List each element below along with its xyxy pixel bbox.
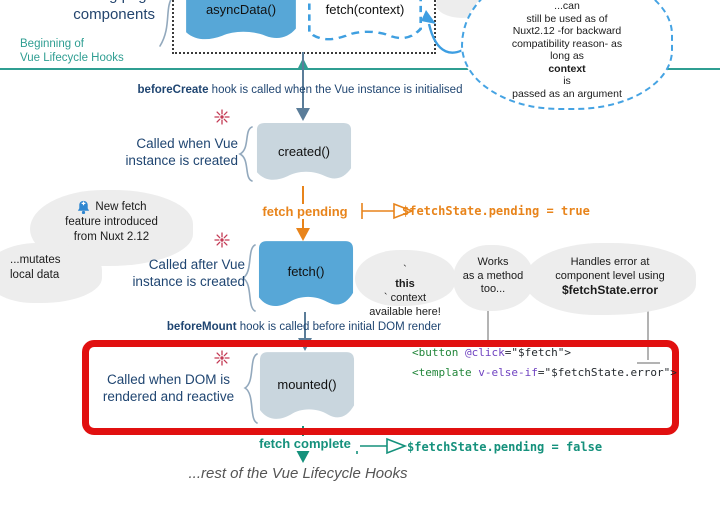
document-shape — [259, 352, 355, 419]
cloud-line: Nuxt2.12 -for backward — [512, 25, 622, 37]
beforecreate-text: beforeCreate hook is called when the Vue… — [137, 84, 463, 96]
divider-up-arrow — [297, 58, 309, 70]
mounted-label: mounted() — [277, 377, 337, 392]
nuxt-compat-cloud: ...can still be used as of Nuxt2.12 -for… — [461, 0, 673, 110]
brace-created — [238, 126, 253, 182]
sparkle-icon — [214, 350, 230, 366]
this-context-cloud: `this` context available here! — [355, 250, 455, 318]
cloud-line: feature introduced — [65, 216, 158, 228]
cloud-line: Handles error at — [570, 256, 650, 268]
cloud-line: too... — [480, 283, 506, 295]
cloud-line: from Nuxt 2.12 — [73, 230, 150, 243]
fetch-caption: Called after Vue instance is created — [132, 257, 245, 289]
cloud-line: passed as an argument — [512, 87, 622, 100]
created-label: created() — [277, 144, 331, 159]
page-components-label: before loading page components — [0, 0, 155, 24]
cloud-line: component level using — [555, 270, 665, 282]
asyncdata-box: asyncData() — [185, 0, 297, 44]
arrowhead-fetch-complete — [296, 450, 310, 463]
document-shape-dashed — [308, 0, 422, 41]
document-shape — [256, 122, 352, 180]
section-title: Beginning of Vue Lifecycle Hooks — [20, 37, 124, 65]
sparkle-icon — [214, 232, 230, 248]
arrowhead-beforemount — [298, 338, 312, 351]
mounted-caption: Called when DOM is rendered and reactive — [102, 372, 235, 404]
section-title-line1: Beginning of — [20, 38, 84, 50]
created-caption: Called when Vue instance is created — [125, 136, 238, 168]
fetch-context-box: fetch(context) — [308, 0, 422, 44]
fetchstate-pending-true: $fetchState.pending = true — [402, 204, 590, 218]
document-shape — [258, 241, 354, 307]
code-line-template: <template v-else-if="$fetchState.error"> — [412, 366, 677, 379]
fetch-pending-label: fetch pending — [250, 204, 360, 219]
beforemount-text: beforeMount hook is called before initia… — [166, 321, 442, 333]
sparkle-icon — [214, 109, 230, 125]
arrowhead-beforecreate — [296, 108, 310, 121]
created-box: created() — [256, 122, 352, 185]
asyncdata-label: asyncData() — [205, 2, 277, 17]
rest-of-lifecycle-text: ...rest of the Vue Lifecycle Hooks — [188, 465, 408, 482]
cloud-line: `this` context — [383, 264, 427, 304]
fetch-complete-label: fetch complete — [250, 436, 360, 451]
cloud-line: ...can — [554, 0, 580, 12]
document-shape — [186, 0, 296, 40]
page-label-line2: components — [73, 6, 155, 23]
fetch-context-label: fetch(context) — [325, 2, 405, 17]
works-method-cloud: Works as a method too... — [453, 245, 533, 311]
cloud-line: long as context is — [548, 50, 586, 87]
fetch-label: fetch() — [287, 264, 325, 279]
cloud-line: $fetchState.error — [561, 283, 659, 297]
section-title-line2: Vue Lifecycle Hooks — [20, 52, 124, 64]
fetchstate-pending-false: $fetchState.pending = false — [407, 440, 603, 454]
cloud-line: New fetch — [30, 190, 193, 215]
fetch-box: fetch() — [258, 240, 354, 312]
cloud-line: compatibility reason- as — [511, 37, 623, 50]
cloud-line: as a method — [462, 269, 524, 282]
new-fetch-cloud: New fetch feature introduced from Nuxt 2… — [30, 190, 193, 266]
handles-error-cloud: Handles error at component level using $… — [524, 243, 696, 315]
cloud-line: local data — [10, 269, 60, 281]
cloud-line: Works — [477, 256, 509, 268]
bell-plus-icon — [78, 200, 90, 215]
cloud-line: available here! — [369, 306, 441, 318]
mutates-cloud: ...mutates local data — [0, 243, 102, 303]
cloud-line: still be used as of — [526, 12, 608, 25]
callout-arrow-pending-false — [356, 437, 408, 455]
code-line-button: <button @click="$fetch"> — [412, 346, 571, 359]
cloud-line: ...mutates — [10, 254, 61, 266]
mounted-box: mounted() — [259, 351, 355, 425]
page-label-line1: before loading page — [22, 0, 155, 4]
